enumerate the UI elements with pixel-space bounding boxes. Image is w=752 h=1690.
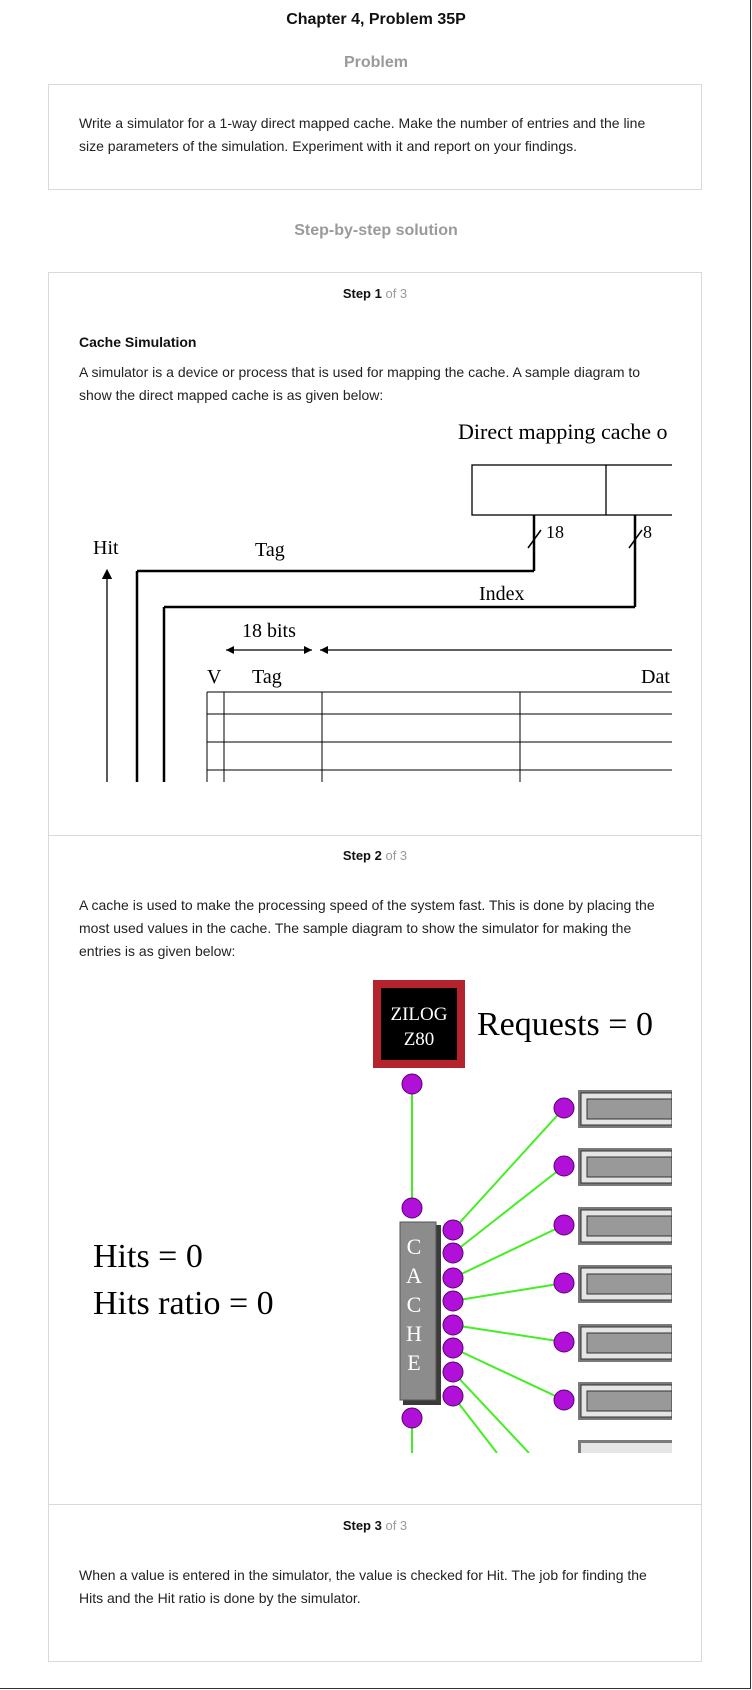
hits-ratio: Hits ratio = 0 [93, 1285, 274, 1322]
diagram-title: Direct mapping cache o [458, 419, 668, 444]
svg-text:A: A [406, 1263, 422, 1288]
svg-text:C: C [407, 1234, 422, 1259]
step-1-subheading: Cache Simulation [79, 334, 197, 350]
requests-counter: Requests = 0 [477, 1006, 653, 1043]
problem-text: Write a simulator for a 1-way direct map… [79, 115, 646, 154]
step-divider [48, 1504, 702, 1505]
svg-text:H: H [406, 1321, 422, 1346]
step-3-text: When a value is entered in the simulator… [79, 1567, 647, 1606]
step-2-text: A cache is used to make the processing s… [79, 897, 655, 959]
step-1-text: A simulator is a device or process that … [79, 364, 641, 403]
step-divider [48, 835, 702, 836]
tag-bits-label: 18 bits [242, 620, 296, 642]
step-3-label: Step 3 of 3 [342, 1518, 408, 1533]
svg-text:18: 18 [546, 522, 564, 542]
hits-counter: Hits = 0 [93, 1238, 203, 1275]
tag-label: Tag [255, 539, 285, 561]
index-label: Index [479, 583, 525, 605]
solution-box: Step 1 of 3 Step 2 of 3 Step 3 of 3 [48, 272, 702, 1662]
solution-heading: Step-by-step solution [294, 222, 458, 239]
hit-label: Hit [93, 537, 119, 559]
cache-simulator-diagram: ZILOG Z80 Requests = 0 C A C H E [93, 980, 672, 1453]
step-1-label: Step 1 of 3 [342, 286, 408, 301]
svg-text:Z80: Z80 [404, 1029, 435, 1050]
problem-box [48, 84, 702, 190]
svg-text:8: 8 [643, 522, 652, 542]
direct-mapped-cache-diagram: Direct mapping cache o 18 8 Hit Tag Inde… [93, 419, 672, 782]
svg-text:C: C [407, 1292, 422, 1317]
svg-text:Tag: Tag [252, 666, 282, 688]
svg-text:ZILOG: ZILOG [391, 1004, 448, 1025]
svg-text:Dat: Dat [641, 666, 670, 688]
svg-text:V: V [207, 666, 222, 688]
svg-text:E: E [407, 1350, 420, 1375]
step-2-label: Step 2 of 3 [342, 848, 408, 863]
page-title: Chapter 4, Problem 35P [286, 11, 466, 28]
problem-heading: Problem [343, 54, 408, 71]
